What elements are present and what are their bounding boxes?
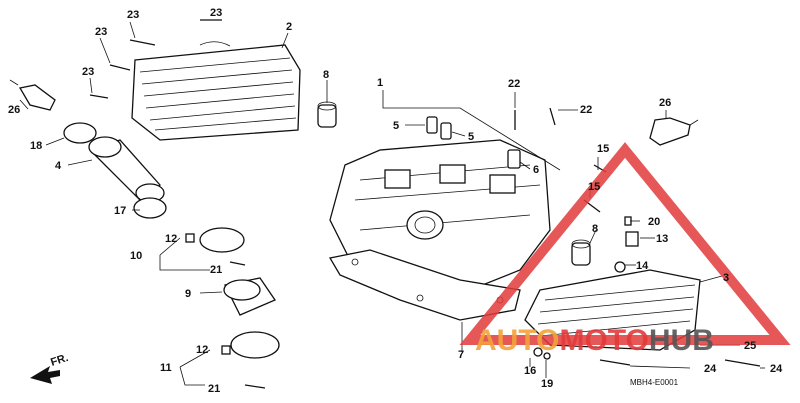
callout-labels: 1 2 3 4 5 5 6 7 8 8 9 10 11 12 12 13 14 … <box>8 7 783 395</box>
band-clamp-10 <box>199 227 245 253</box>
front-label: FR. <box>49 352 70 369</box>
callout-22b: 22 <box>580 104 592 116</box>
callout-23b: 23 <box>210 7 222 19</box>
spark-plug-left <box>9 79 56 111</box>
callout-12b: 12 <box>196 344 208 356</box>
rear-head-cover <box>524 269 701 351</box>
svg-text:AUTOMOTOHUB: AUTOMOTOHUB <box>475 324 714 357</box>
band-clamp-11 <box>230 331 280 359</box>
callout-13: 13 <box>656 233 668 245</box>
callout-1: 1 <box>377 77 383 89</box>
callout-5a: 5 <box>393 120 399 132</box>
callout-23c: 23 <box>95 26 107 38</box>
watermark-logo: AUTOMOTOHUB <box>475 324 714 357</box>
callout-3: 3 <box>723 272 729 284</box>
callout-15b: 15 <box>588 181 600 193</box>
callout-22a: 22 <box>508 78 520 90</box>
callout-5b: 5 <box>468 131 474 143</box>
collar <box>507 149 521 169</box>
callout-24a: 24 <box>704 363 717 375</box>
part-code: MBH4-E0001 <box>630 378 679 387</box>
callout-15a: 15 <box>597 143 609 155</box>
o-ring-18 <box>63 122 97 144</box>
callout-14: 14 <box>636 260 649 272</box>
callout-21a: 21 <box>210 264 222 276</box>
cylinder-head <box>329 139 551 291</box>
dowel-pin-b <box>440 122 452 140</box>
watermark-hub: HUB <box>649 324 714 357</box>
insulator <box>88 136 165 203</box>
small-fittings <box>185 164 639 360</box>
callout-9: 9 <box>185 288 191 300</box>
callout-17: 17 <box>114 205 126 217</box>
carburetor-insulator <box>223 277 276 316</box>
callout-10: 10 <box>130 250 142 262</box>
callout-18: 18 <box>30 140 42 152</box>
callout-26a: 26 <box>8 104 20 116</box>
rubber-cap-upper <box>317 101 337 128</box>
rubber-cap-lower <box>571 239 591 266</box>
callout-24b: 24 <box>770 363 783 375</box>
spark-plug-right <box>649 117 699 146</box>
callout-16: 16 <box>524 365 536 377</box>
callout-12a: 12 <box>165 233 177 245</box>
dowel-pin-a <box>426 116 438 134</box>
callout-2: 2 <box>286 21 292 33</box>
callout-4: 4 <box>55 160 62 172</box>
callout-6: 6 <box>533 164 539 176</box>
cylinder-head-cover <box>131 41 301 141</box>
watermark-triangle <box>459 142 791 345</box>
callout-23a: 23 <box>127 9 139 21</box>
callout-11: 11 <box>160 362 172 374</box>
callout-20: 20 <box>648 216 660 228</box>
callout-7: 7 <box>458 349 464 361</box>
callout-19: 19 <box>541 378 553 390</box>
callout-8a: 8 <box>323 69 329 81</box>
front-arrow-icon: FR. <box>30 352 70 384</box>
callout-25: 25 <box>744 340 756 352</box>
callout-8b: 8 <box>592 223 598 235</box>
callout-21b: 21 <box>208 383 220 395</box>
o-ring-17 <box>133 197 167 219</box>
callout-23d: 23 <box>82 66 94 78</box>
bolts <box>89 19 761 389</box>
watermark-moto: MOTO <box>559 324 648 357</box>
callout-26b: 26 <box>659 97 671 109</box>
watermark-auto: AUTO <box>475 324 559 357</box>
